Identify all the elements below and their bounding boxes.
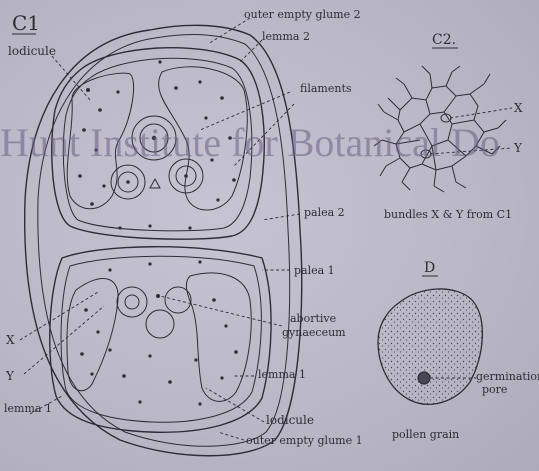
d-caption: pollen grain [392,428,459,441]
label-outer-empty-glume-2: outer empty glume 2 [244,8,361,21]
label-abortive: abortive [290,312,336,325]
c2-mark-y: Y [513,141,523,155]
label-lemma-1-left: lemma 1 [4,402,52,415]
lower-chamber-a-inner [125,295,139,309]
bundle-dots [78,60,238,405]
lower-chamber-a [117,287,147,317]
label-x-mark: X [6,333,15,347]
outer-empty-glume-inner [38,34,290,446]
c2-title: C2. [432,32,456,48]
pore-label-line2: pore [482,383,507,396]
pore-label-line1: germination [476,370,539,383]
label-lodicule-bottom: lodicule [266,413,314,427]
c2-caption: bundles X & Y from C1 [384,208,512,221]
c2-mark-x: X [514,101,523,115]
label-lemma-2: lemma 2 [262,30,310,43]
d-title: D [424,260,435,276]
leader-x [450,108,512,118]
watermark-text: Hunt Institute for Botanical Do [0,120,500,165]
label-palea-2: palea 2 [304,206,345,219]
lower-chamber-c [146,310,174,338]
label-outer-empty-glume-1: outer empty glume 1 [246,434,363,447]
germination-pore [418,372,430,384]
label-lodicule-top: lodicule [8,44,56,58]
c1-title: C1 [12,11,40,35]
panel-d-pollen: D germination pore pollen grain [378,260,539,441]
label-palea-1: palea 1 [294,264,335,277]
panel-c1-cross-section: C1 lodicule outer empty glume 2 lemma 2 … [4,8,363,456]
center-triangle [150,179,160,188]
label-gynaeceum: gynaeceum [282,326,346,339]
pollen-grain-outline [378,289,482,404]
lower-lodicule-right [186,273,251,401]
label-filaments: filaments [300,82,352,95]
label-lemma-1-right: lemma 1 [258,368,306,381]
lemma-1-outline [50,247,271,433]
label-y-mark: Y [5,369,15,383]
